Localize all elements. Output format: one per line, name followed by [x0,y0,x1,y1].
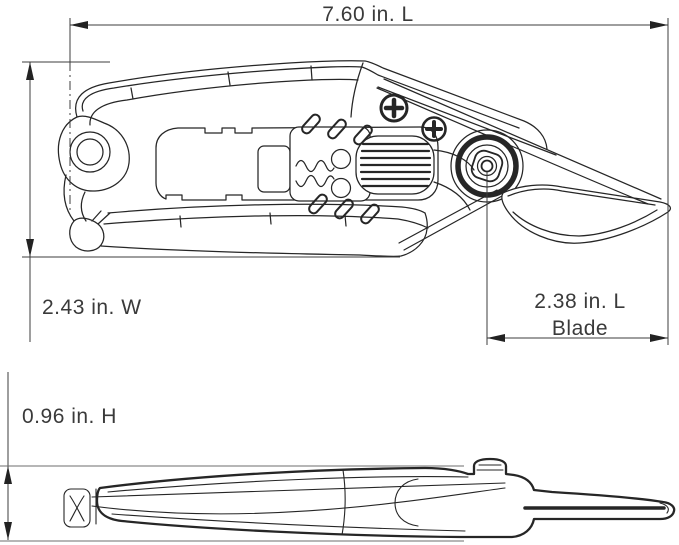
arrowhead-down [4,522,12,540]
upper-handle [75,60,557,156]
lower-handle [100,189,503,258]
width-dimension [22,61,400,342]
pivot-boss-side [394,478,419,527]
blade-length-word: Blade [551,317,609,341]
length-dimension [69,18,669,345]
arrowhead-right [650,334,668,342]
end-cap-side [63,488,91,528]
overall-height-label: 0.96 in. H [22,405,117,428]
blade [501,184,671,244]
side-silhouette [95,457,676,539]
blade-length-label: 2.38 in. L Blade [490,288,670,343]
side-view-pruner [63,457,676,539]
lanyard-hole [69,131,111,173]
spring-coil [355,135,475,211]
blade-tang [403,195,503,251]
lanyard-hole-inner [76,138,104,166]
center-mechanism [257,126,371,202]
stripper-slots [301,113,380,225]
arrowhead-left [70,21,88,29]
inner-window [155,126,439,201]
handle-end-cap [57,115,130,252]
arrowhead-down [26,239,34,257]
dimension-lines [0,18,669,542]
phillips-screw-2 [421,116,447,142]
blade-length-value: 2.38 in. L [534,290,626,313]
overall-length-label: 7.60 in. L [322,3,414,26]
counter-blade-edges [376,78,662,205]
arrowhead-up [4,466,12,484]
arrowhead-up [26,62,34,80]
blade-dimension [486,172,668,345]
top-view-pruner [57,60,671,258]
arrowhead-right [650,21,668,29]
height-dimension [0,372,464,542]
arrowhead-left [487,334,505,342]
overall-width-label: 2.43 in. W [42,296,142,319]
